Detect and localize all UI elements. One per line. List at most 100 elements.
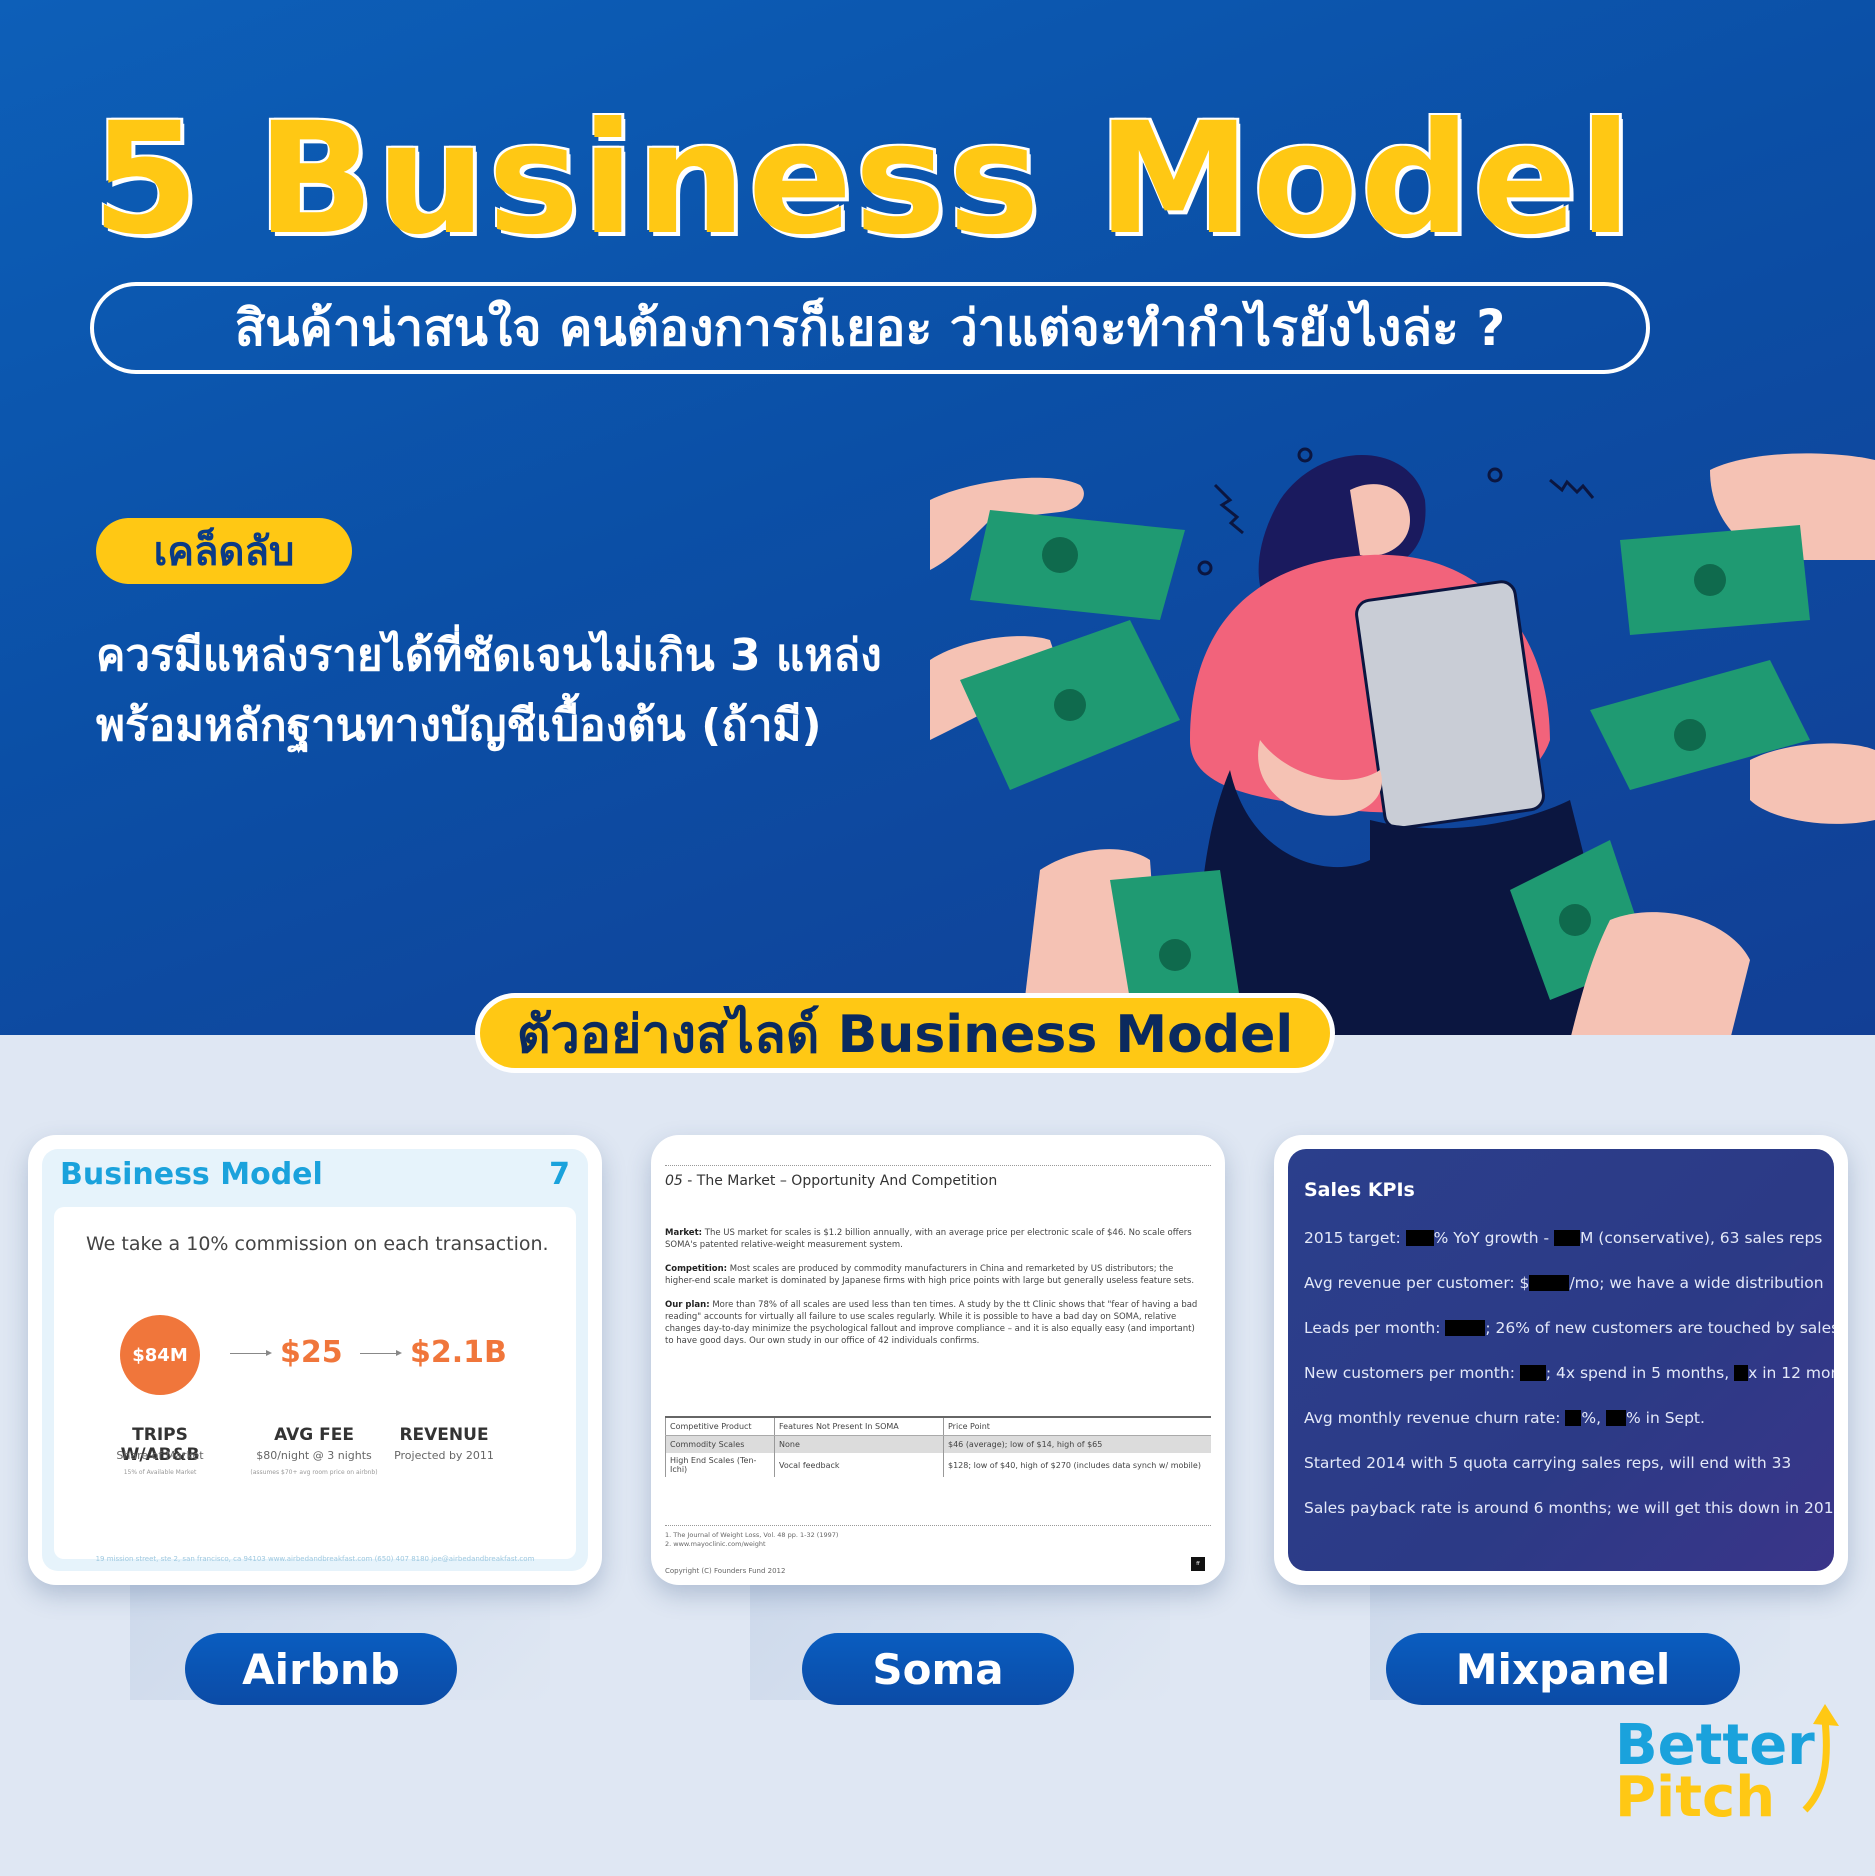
- table-row: High End Scales (Ten-Ichi) Vocal feedbac…: [665, 1453, 1211, 1477]
- upward-arrow-icon: [1802, 1704, 1839, 1813]
- kpi-line: New customers per month: ; 4x spend in 5…: [1304, 1364, 1834, 1382]
- soma-competition-text: Most scales are produced by commodity ma…: [665, 1264, 1195, 1286]
- divider: [665, 1525, 1211, 1526]
- metric-trips-circle: $84M: [120, 1315, 200, 1395]
- hand-with-bill-icon: [1590, 660, 1875, 824]
- arrow-icon: [230, 1350, 272, 1356]
- soma-footnote-1: 1. The Journal of Weight Loss, Vol. 48 p…: [665, 1531, 839, 1539]
- tip-line-2: พร้อมหลักฐานทางบัญชีเบื้องต้น (ถ้ามี): [96, 700, 822, 751]
- kpi-line: Sales payback rate is around 6 months; w…: [1304, 1499, 1834, 1517]
- metric-fee-note: (assumes $70+ avg room price on airbnb): [250, 1469, 378, 1476]
- logo-line-1: Better: [1615, 1713, 1815, 1778]
- table-header-row: Competitive Product Features Not Present…: [665, 1416, 1211, 1436]
- kpi-text: 2015 target:: [1304, 1229, 1406, 1247]
- logo-line-2: Pitch: [1615, 1765, 1776, 1830]
- table-cell: Vocal feedback: [774, 1453, 944, 1477]
- founders-fund-logo: ff: [1191, 1557, 1205, 1571]
- airbnb-slide-number: 7: [549, 1157, 570, 1192]
- kpi-line: 2015 target: % YoY growth - M (conservat…: [1304, 1229, 1822, 1247]
- soma-competition-paragraph: Competition: Most scales are produced by…: [665, 1263, 1205, 1287]
- page-title: 5 Business Model: [92, 90, 1634, 269]
- kpi-text: New customers per month:: [1304, 1364, 1520, 1382]
- soma-footnotes: 1. The Journal of Weight Loss, Vol. 48 p…: [665, 1531, 838, 1549]
- soma-heading-number: 05: [665, 1173, 683, 1189]
- hero-banner: 5 Business Model สินค้าน่าสนใจ คนต้องการ…: [0, 0, 1875, 1035]
- kpi-line: Started 2014 with 5 quota carrying sales…: [1304, 1454, 1792, 1472]
- example-label-mixpanel: Mixpanel: [1386, 1633, 1740, 1705]
- kpi-text: ; 4x spend in 5 months,: [1545, 1364, 1735, 1382]
- kpi-text: %,: [1581, 1409, 1606, 1427]
- doodle-marks-icon: [1197, 447, 1595, 576]
- redacted-block: [1605, 1410, 1626, 1426]
- kpi-text: ; 26% of new customers are touched by sa…: [1485, 1319, 1834, 1337]
- subtitle-text: สินค้าน่าสนใจ คนต้องการก็เยอะ ว่าแต่จะทำ…: [234, 298, 1506, 357]
- soma-market-paragraph: Market: The US market for scales is $1.2…: [665, 1227, 1205, 1251]
- kpi-text: Avg revenue per customer: $: [1304, 1274, 1530, 1292]
- table-cell: High End Scales (Ten-Ichi): [665, 1453, 775, 1477]
- table-cell: $46 (average); low of $14, high of $65: [943, 1435, 1211, 1453]
- soma-plan-paragraph: Our plan: More than 78% of all scales ar…: [665, 1299, 1205, 1347]
- kpi-line: Leads per month: ; 26% of new customers …: [1304, 1319, 1834, 1337]
- table-cell: None: [774, 1435, 944, 1453]
- kpi-text: Leads per month:: [1304, 1319, 1446, 1337]
- kpi-line: Avg revenue per customer: $ /mo; we have …: [1304, 1274, 1824, 1292]
- table-cell: Commodity Scales: [665, 1435, 775, 1453]
- metric-revenue-sub: Projected by 2011: [394, 1449, 494, 1462]
- redacted-block: [1519, 1365, 1546, 1381]
- redacted-block: [1553, 1230, 1580, 1246]
- soma-footnote-2: 2. www.mayoclinic.com/weight: [665, 1540, 766, 1548]
- redacted-block: [1565, 1410, 1582, 1426]
- redacted-block: [1529, 1275, 1570, 1291]
- redacted-block: [1734, 1365, 1749, 1381]
- airbnb-slide-panel: We take a 10% commission on each transac…: [54, 1207, 576, 1559]
- soma-heading: 05 - The Market – Opportunity And Compet…: [665, 1173, 997, 1189]
- mixpanel-slide-title: Sales KPIs: [1304, 1179, 1415, 1201]
- hand-with-bill-icon: [1510, 840, 1750, 1035]
- hand-with-bill-icon: [1620, 453, 1875, 635]
- table-row: Commodity Scales None $46 (average); low…: [665, 1435, 1211, 1453]
- metric-trips-label: TRIPS W/AB&B: [120, 1425, 200, 1465]
- kpi-text: Avg monthly revenue churn rate:: [1304, 1409, 1566, 1427]
- subtitle-pill: สินค้าน่าสนใจ คนต้องการก็เยอะ ว่าแต่จะทำ…: [90, 282, 1650, 374]
- table-header-cell: Features Not Present In SOMA: [774, 1416, 944, 1436]
- metric-trips-note: 15% of Available Market: [123, 1469, 197, 1476]
- tip-line-1: ควรมีแหล่งรายได้ที่ชัดเจนไม่เกิน 3 แหล่ง: [96, 630, 882, 681]
- airbnb-slide-card: Business Model 7 We take a 10% commissio…: [28, 1135, 602, 1585]
- redacted-block: [1445, 1320, 1486, 1336]
- kpi-text: /mo; we have a wide distribution: [1569, 1274, 1824, 1292]
- kpi-text: % YoY growth -: [1433, 1229, 1554, 1247]
- kpi-text: M (conservative), 63 sales reps: [1579, 1229, 1823, 1247]
- kpi-text: x in 12 months: [1748, 1364, 1834, 1382]
- section-title: ตัวอย่างสไลด์ Business Model: [516, 1004, 1294, 1065]
- kpi-text: % in Sept.: [1625, 1409, 1705, 1427]
- metric-fee-value: $25: [280, 1335, 343, 1370]
- section-title-pill: ตัวอย่างสไลด์ Business Model: [475, 993, 1335, 1073]
- airbnb-slide: Business Model 7 We take a 10% commissio…: [42, 1149, 588, 1571]
- metric-fee-label: AVG FEE: [274, 1425, 354, 1445]
- kpi-line: Avg monthly revenue churn rate: %, % in …: [1304, 1409, 1705, 1427]
- soma-slide-card: 05 - The Market – Opportunity And Compet…: [651, 1135, 1225, 1585]
- mixpanel-slide-card: Sales KPIs 2015 target: % YoY growth - M…: [1274, 1135, 1848, 1585]
- arrow-icon: [360, 1350, 402, 1356]
- soma-market-text: The US market for scales is $1.2 billion…: [665, 1228, 1192, 1250]
- mixpanel-slide: Sales KPIs 2015 target: % YoY growth - M…: [1288, 1149, 1834, 1571]
- airbnb-footer: 19 mission street, ste 2, san francisco,…: [95, 1555, 535, 1563]
- soma-slide: 05 - The Market – Opportunity And Compet…: [665, 1149, 1211, 1575]
- metric-fee-sub: $80/night @ 3 nights: [256, 1449, 372, 1462]
- soma-plan-label: Our plan:: [665, 1300, 710, 1310]
- airbnb-intro: We take a 10% commission on each transac…: [86, 1233, 549, 1255]
- airbnb-slide-title: Business Model: [60, 1157, 323, 1192]
- redacted-block: [1405, 1230, 1434, 1246]
- soma-plan-text: More than 78% of all scales are used les…: [665, 1300, 1198, 1346]
- money-hands-illustration: [930, 447, 1875, 1035]
- metric-trips-sub: Share of Market: [116, 1449, 204, 1462]
- table-cell: $128; low of $40, high of $270 (includes…: [943, 1453, 1211, 1477]
- tip-badge: เคล็ดลับ: [96, 518, 352, 584]
- soma-copyright: Copyright (C) Founders Fund 2012: [665, 1567, 786, 1575]
- table-header-cell: Competitive Product: [665, 1416, 775, 1436]
- metric-revenue-label: REVENUE: [399, 1425, 489, 1445]
- soma-market-label: Market:: [665, 1228, 703, 1238]
- example-label-airbnb: Airbnb: [185, 1633, 457, 1705]
- soma-competition-table: Competitive Product Features Not Present…: [665, 1416, 1211, 1477]
- better-pitch-logo: Better Pitch: [1615, 1704, 1839, 1830]
